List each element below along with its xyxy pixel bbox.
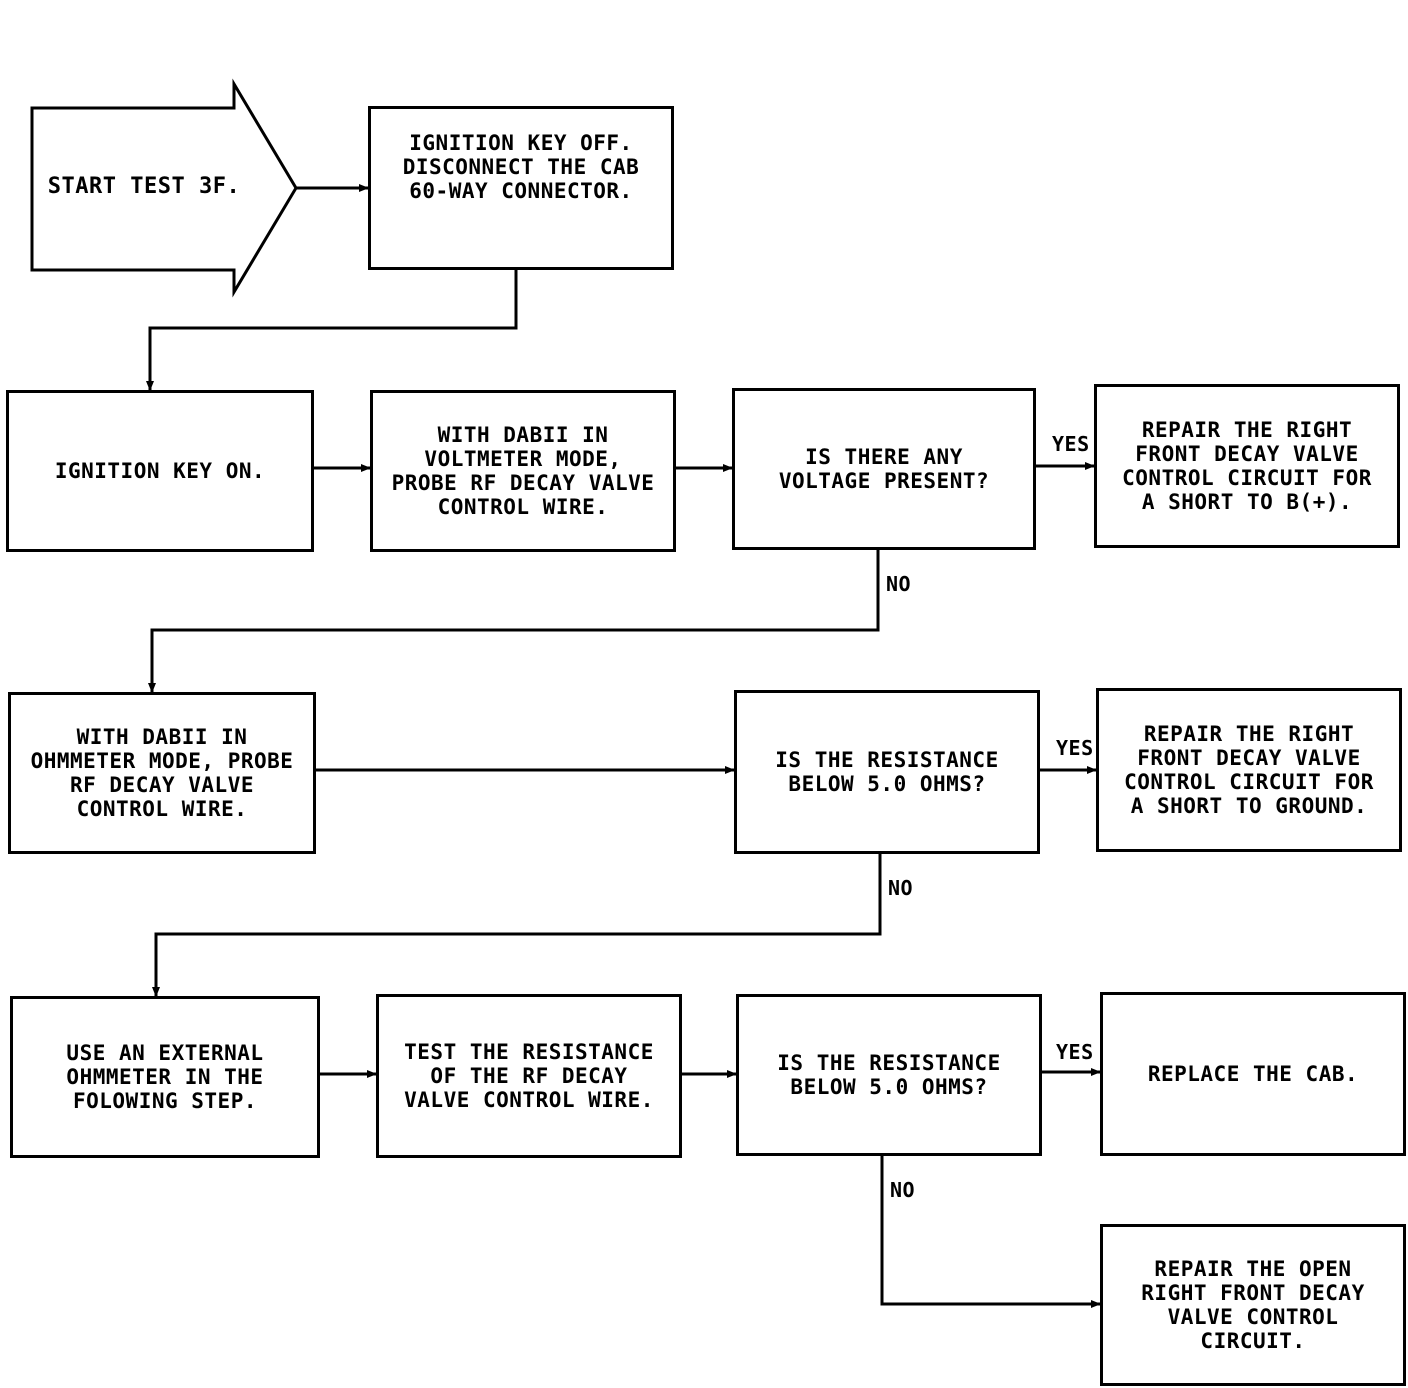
box-voltmeter-probe: WITH DABII IN VOLTMETER MODE, PROBE RF D… <box>370 390 676 552</box>
label-no-resistance-2: NO <box>890 1178 916 1202</box>
box-ignition-on: IGNITION KEY ON. <box>6 390 314 552</box>
label-yes-resistance-1: YES <box>1056 736 1094 760</box>
decision-voltage-present: IS THERE ANY VOLTAGE PRESENT? <box>732 388 1036 550</box>
label-no-resistance-1: NO <box>888 876 914 900</box>
arrow-ignition-off-to-on <box>146 270 518 391</box>
box-repair-open-circuit: REPAIR THE OPEN RIGHT FRONT DECAY VALVE … <box>1100 1224 1406 1386</box>
decision-resistance-2: IS THE RESISTANCE BELOW 5.0 OHMS? <box>736 994 1042 1156</box>
arrow-voltage-no <box>148 550 880 693</box>
start-arrow-shape <box>30 78 298 298</box>
label-yes-resistance-2: YES <box>1056 1040 1094 1064</box>
label-yes-voltage: YES <box>1052 432 1090 456</box>
label-no-voltage: NO <box>886 572 912 596</box>
decision-resistance-1: IS THE RESISTANCE BELOW 5.0 OHMS? <box>734 690 1040 854</box>
box-ignition-off: IGNITION KEY OFF. DISCONNECT THE CAB 60-… <box>368 106 674 270</box>
box-external-ohmmeter: USE AN EXTERNAL OHMMETER IN THE FOLOWING… <box>10 996 320 1158</box>
arrow-resistance-q1-no <box>152 854 882 997</box>
box-ohmmeter-probe: WITH DABII IN OHMMETER MODE, PROBE RF DE… <box>8 692 316 854</box>
arrow-resistance-q2-no <box>880 1156 1101 1308</box>
box-repair-short-to-b: REPAIR THE RIGHT FRONT DECAY VALVE CONTR… <box>1094 384 1400 548</box>
box-repair-short-to-ground: REPAIR THE RIGHT FRONT DECAY VALVE CONTR… <box>1096 688 1402 852</box>
start-label: START TEST 3F. <box>47 174 241 199</box>
box-test-resistance: TEST THE RESISTANCE OF THE RF DECAY VALV… <box>376 994 682 1158</box>
box-replace-cab: REPLACE THE CAB. <box>1100 992 1406 1156</box>
